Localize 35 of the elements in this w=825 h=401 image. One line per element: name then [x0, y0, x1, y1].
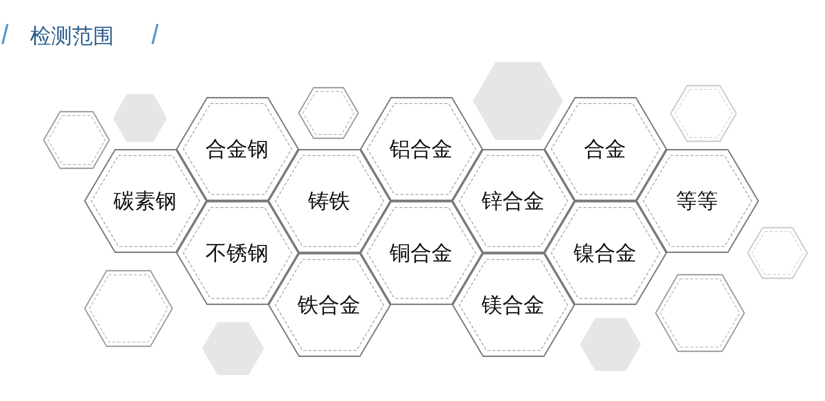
hexagon [176, 201, 298, 305]
hexagon [268, 149, 390, 253]
material-label: 铝合金 [390, 136, 452, 163]
material-label: 镁合金 [482, 292, 544, 319]
hexagon [202, 322, 264, 374]
material-label: 镍合金 [574, 240, 636, 267]
hexagon [544, 201, 666, 305]
hexagon [84, 149, 206, 253]
hexagon [452, 253, 574, 357]
material-label: 锌合金 [482, 188, 544, 215]
material-label: 等等 [676, 188, 718, 215]
hexagon [580, 318, 640, 370]
hexagon [84, 270, 172, 346]
material-label: 合金 [584, 136, 626, 163]
hexagon [670, 84, 736, 142]
section-title: 检测范围 [30, 23, 114, 50]
hexagon [298, 87, 358, 139]
material-label: 铸铁 [308, 188, 350, 215]
hexagon [655, 274, 745, 352]
material-label: 铜合金 [390, 240, 452, 267]
hexagon [42, 111, 110, 169]
hexagon [176, 97, 298, 201]
material-label: 铁合金 [298, 292, 360, 319]
hexagon [360, 97, 482, 201]
hexagon [544, 97, 666, 201]
hexagon [636, 149, 758, 253]
material-label: 合金钢 [206, 136, 268, 163]
hexagon [746, 227, 808, 279]
hexagon [268, 253, 390, 357]
hexagon [113, 94, 167, 142]
material-label: 碳素钢 [114, 188, 176, 215]
hexagon [360, 201, 482, 305]
material-label: 不锈钢 [206, 240, 268, 267]
hexagon [473, 62, 563, 140]
hexagon [452, 149, 574, 253]
